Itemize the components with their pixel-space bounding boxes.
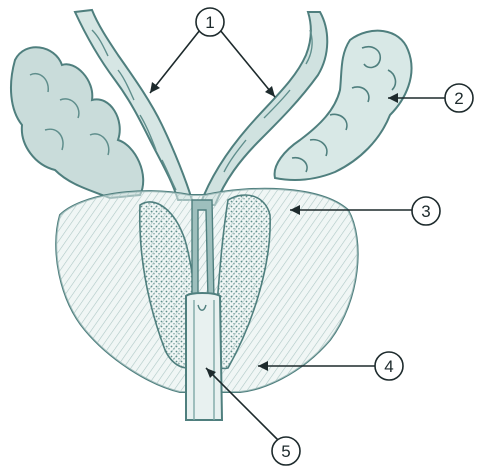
callout-4-label: 4 — [384, 357, 393, 376]
callout-2-label: 2 — [454, 89, 463, 108]
callout-1: 1 — [196, 8, 224, 36]
callout-2: 2 — [445, 84, 473, 112]
callout-3-label: 3 — [421, 202, 430, 221]
right-seminal-vesicle — [275, 31, 412, 180]
callout-1-label: 1 — [205, 13, 214, 32]
callout-3: 3 — [412, 197, 440, 225]
callout-5: 5 — [272, 437, 300, 465]
callout-5-label: 5 — [281, 442, 290, 461]
callout-4: 4 — [375, 352, 403, 380]
